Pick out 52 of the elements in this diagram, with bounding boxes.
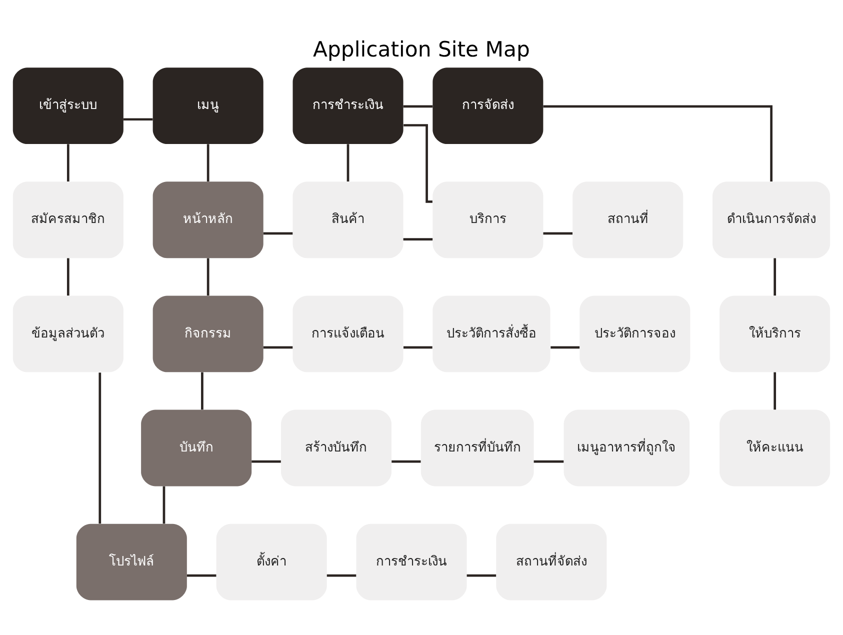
- node-box: เข้าสู่ระบบ: [12, 68, 124, 144]
- connector: [466, 574, 496, 577]
- node-box: การชำระเงิน: [356, 524, 467, 600]
- node-box: ตั้งค่า: [216, 524, 327, 600]
- diagram-title: Application Site Map: [313, 36, 530, 62]
- connector: [186, 574, 216, 577]
- node-box: สถานที่: [572, 182, 684, 258]
- connector: [534, 460, 564, 463]
- node-box: โปรไฟล์: [76, 524, 187, 600]
- node-box: เมนู: [152, 68, 264, 144]
- node-box: ให้บริการ: [720, 296, 830, 372]
- connector: [543, 105, 772, 182]
- connector: [206, 258, 210, 296]
- connector: [550, 346, 580, 349]
- node-box: หน้าหลัก: [152, 182, 264, 258]
- connector: [252, 460, 281, 463]
- connector: [346, 144, 350, 182]
- node-box: ให้คะแนน: [720, 410, 830, 486]
- connector: [403, 105, 433, 108]
- connector: [403, 238, 433, 240]
- node-box: ประวัติการจอง: [580, 296, 690, 372]
- connector: [98, 372, 102, 524]
- node-box: ประวัติการสั่งซื้อ: [432, 296, 550, 372]
- connector: [543, 232, 572, 235]
- node-box: การแจ้งเตือน: [292, 296, 404, 372]
- connector: [774, 372, 776, 410]
- connector: [66, 258, 70, 296]
- node-box: บริการ: [432, 182, 544, 258]
- connector: [392, 460, 421, 463]
- node-box: ดำเนินการจัดส่ง: [712, 182, 830, 258]
- node-box: การจัดส่ง: [432, 68, 544, 144]
- connector: [403, 346, 432, 349]
- connector: [162, 486, 166, 524]
- node-box: สมัครสมาชิก: [12, 182, 124, 258]
- node-box: กิจกรรม: [152, 296, 264, 372]
- connector: [263, 346, 293, 349]
- connector: [201, 372, 204, 410]
- node-box: สร้างบันทึก: [280, 410, 392, 486]
- connector: [774, 258, 776, 296]
- connector: [206, 144, 210, 182]
- connector: [404, 124, 432, 203]
- node-box: สินค้า: [292, 182, 404, 258]
- node-box: บันทึก: [141, 410, 252, 486]
- node-box: ข้อมูลส่วนตัว: [12, 296, 124, 372]
- node-box: สถานที่จัดส่ง: [496, 524, 607, 600]
- node-box: การชำระเงิน: [292, 68, 404, 144]
- node-box: รายการที่บันทึก: [420, 410, 534, 486]
- connector: [123, 118, 153, 121]
- connector: [326, 574, 356, 577]
- node-box: เมนูอาหารที่ถูกใจ: [564, 410, 690, 486]
- connector: [66, 144, 70, 182]
- connector: [263, 232, 293, 235]
